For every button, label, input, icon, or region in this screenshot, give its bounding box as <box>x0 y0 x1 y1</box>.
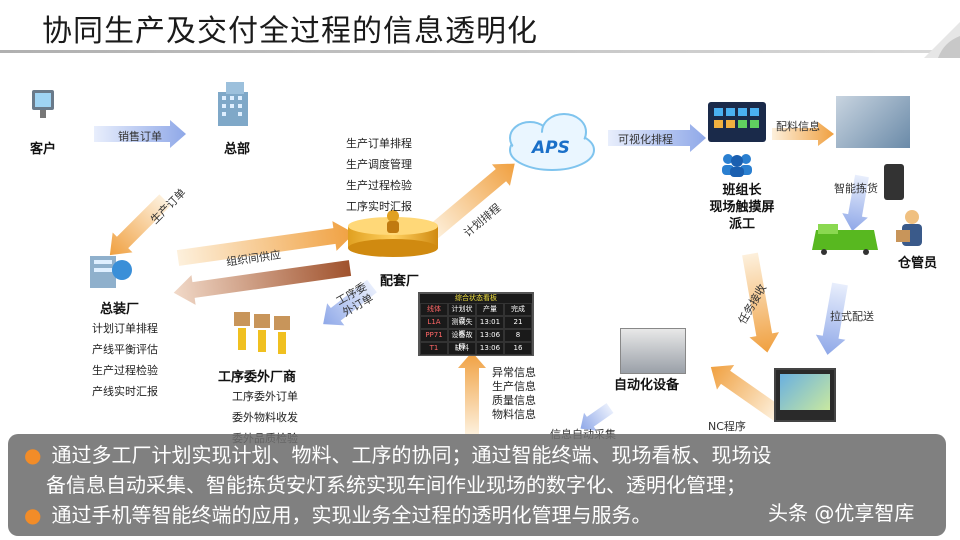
list-item: 质量信息 <box>492 394 536 407</box>
team-people-icon <box>718 151 756 177</box>
list-item: 工序实时汇报 <box>346 200 412 213</box>
warehouse-keeper-label: 仓管员 <box>898 256 938 271</box>
visual-schedule-label: 可视化排程 <box>618 133 673 146</box>
list-item: 生产过程检验 <box>346 179 412 192</box>
summary-panel <box>8 434 946 536</box>
summary-text: 通过手机等智能终端的应用，实现业务全过程的透明化管理与服务。 <box>51 503 652 527</box>
bullet-icon: ● <box>24 443 42 467</box>
assembly-label: 总装厂 <box>100 302 140 317</box>
list-item: 工序委外订单 <box>232 390 298 403</box>
outsource-workers-icon <box>228 304 298 356</box>
visual-schedule-arrow <box>608 124 706 152</box>
board-row: 线体计划状态产量完成 <box>420 303 532 324</box>
team-leader-label: 班组长 现场触摸屏 派工 <box>702 182 782 233</box>
team-leader-line: 派工 <box>728 217 755 232</box>
team-leader-line: 现场触摸屏 <box>709 200 775 215</box>
watermark: 头条 @优享智库 <box>768 501 915 525</box>
kitting-info-label: 配料信息 <box>776 120 820 133</box>
aps-cloud <box>509 113 595 171</box>
cnc-machine-icon <box>620 328 686 374</box>
nc-program-label: NC程序 <box>708 420 746 433</box>
supplier-label: 配套厂 <box>380 274 420 289</box>
summary-line-3: ● 通过手机等智能终端的应用，实现业务全过程的透明化管理与服务。 <box>24 500 651 530</box>
mobile-phone-icon <box>884 164 904 200</box>
board-title: 综合状态看板 <box>455 294 497 302</box>
summary-line-2: 备信息自动采集、智能拣货安灯系统实现车间作业现场的数字化、透明化管理； <box>46 473 746 497</box>
assembly-task-list: 计划订单排程 产线平衡评估 生产过程检验 产线实时汇报 <box>92 318 158 402</box>
touch-screen-icon <box>706 100 768 148</box>
list-item: 计划订单排程 <box>92 322 158 335</box>
supplier-task-list: 生产订单排程 生产调度管理 生产过程检验 工序实时汇报 <box>346 133 412 217</box>
production-order-arrow <box>109 194 171 256</box>
supplier-platform <box>348 210 438 257</box>
summary-line-1: ● 通过多工厂计划实现计划、物料、工序的协同；通过智能终端、现场看板、现场设 <box>24 440 771 470</box>
plan-schedule-arrow <box>426 163 515 240</box>
list-item: 产线平衡评估 <box>92 343 158 356</box>
pull-delivery-label: 拉式配送 <box>830 310 874 323</box>
title-divider <box>0 50 935 53</box>
sales-order-label: 销售订单 <box>118 130 162 143</box>
page-curl-icon <box>924 22 960 58</box>
list-item: 委外物料收发 <box>232 411 298 424</box>
smart-picking-arrow <box>842 174 869 232</box>
agv-cart-icon <box>810 220 880 256</box>
list-item: 生产过程检验 <box>92 364 158 377</box>
sales-order-arrow <box>94 120 186 148</box>
smart-picking-label: 智能拣货 <box>834 182 878 195</box>
aps-label: APS <box>532 138 570 158</box>
automation-label: 自动化设备 <box>614 378 680 393</box>
headquarters-building-icon <box>208 78 258 128</box>
title-bar: 协同生产及交付全过程的信息透明化 <box>0 0 960 58</box>
summary-text: 通过多工厂计划实现计划、物料、工序的协同；通过智能终端、现场看板、现场设 <box>51 443 772 467</box>
list-item: 生产信息 <box>492 380 536 393</box>
customer-kiosk-icon <box>28 88 60 120</box>
list-item: 产线实时汇报 <box>92 385 158 398</box>
nc-program-arrow <box>710 365 783 421</box>
warehouse-keeper-icon <box>894 208 930 250</box>
inter-org-supply-arrow <box>176 221 355 266</box>
list-item: 生产调度管理 <box>346 158 412 171</box>
kitting-info-arrow <box>772 122 834 146</box>
bullet-icon: ● <box>24 503 42 527</box>
list-item: 物料信息 <box>492 408 536 421</box>
flow-diagram <box>94 113 869 434</box>
board-info-list: 异常信息 生产信息 质量信息 物料信息 <box>492 366 536 422</box>
outsource-order-arrow <box>323 279 377 326</box>
assembly-factory-icon <box>86 248 136 290</box>
warehouse-rack-image <box>836 96 910 148</box>
page-title: 协同生产及交付全过程的信息透明化 <box>42 14 538 49</box>
shop-terminal-icon <box>774 368 836 422</box>
info-collect-arrow <box>580 403 614 431</box>
team-leader-line: 班组长 <box>722 183 762 198</box>
hq-label: 总部 <box>224 142 251 157</box>
supply-return-arrow <box>173 260 352 305</box>
task-receive-arrow <box>742 252 780 353</box>
pull-delivery-arrow <box>815 282 848 355</box>
board-up-arrow <box>458 352 486 434</box>
outsource-label: 工序委外厂商 <box>218 370 297 385</box>
customer-label: 客户 <box>30 142 57 157</box>
list-item: 异常信息 <box>492 366 536 379</box>
list-item: 生产订单排程 <box>346 137 412 150</box>
